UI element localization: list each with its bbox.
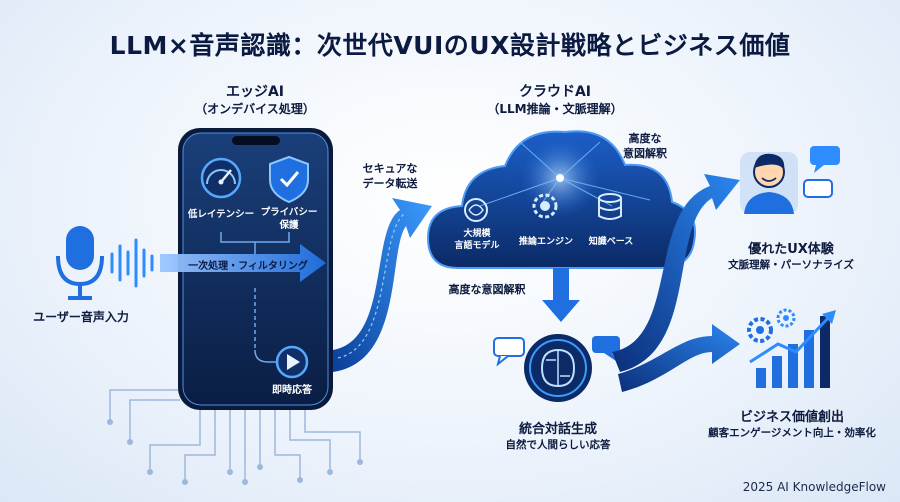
llm-label-line1: 大規模: [463, 229, 491, 239]
latency-label: 低レイテンシー: [187, 209, 255, 220]
edge-ai-subheading: （オンデバイス処理）: [195, 102, 315, 116]
chat-bubble-left-icon: [493, 337, 525, 367]
intent-down-arrow: [542, 268, 580, 322]
privacy-label-line2: 保護: [279, 220, 299, 231]
growth-chart-icon: [749, 310, 836, 388]
dialogue-brain-icon: [524, 334, 592, 402]
privacy-label-line1: プライバシー: [260, 207, 318, 218]
phone-connectors: [220, 232, 290, 363]
ux-subtitle: 文脈理解・パーソナライズ: [728, 259, 854, 271]
intent-down-label: 高度な意図解釈: [448, 283, 526, 296]
cloud-ai: [426, 130, 696, 269]
intent-top-line2: 意図解釈: [623, 147, 667, 160]
edge-ai-heading: エッジAI: [225, 84, 285, 100]
play-response-icon: [275, 345, 309, 379]
footer-credit: 2025 AI KnowledgeFlow: [742, 480, 886, 494]
instant-response-label: 即時応答: [272, 385, 312, 396]
voice-input-label: ユーザー音声入力: [33, 310, 129, 324]
shield-check-icon: [269, 155, 309, 204]
knowledge-label: 知識ベース: [588, 237, 634, 247]
cloud-ai-heading: クラウドAI: [518, 84, 592, 100]
user-avatar-icon: [740, 152, 798, 214]
ux-title: 優れたUX体験: [748, 242, 834, 257]
intent-top-line1: 高度な: [628, 132, 662, 145]
primary-processing-label: 一次処理・フィルタリング: [188, 261, 308, 272]
database-icon: [598, 193, 622, 220]
engine-label: 推論エンジン: [518, 237, 573, 247]
business-flow-ribbon: [618, 324, 740, 392]
input-flow-arrow: [160, 244, 326, 282]
circuit-nodes: [107, 419, 363, 485]
dialogue-title: 統合対話生成: [518, 422, 597, 437]
business-subtitle: 顧客エンゲージメント向上・効率化: [708, 427, 876, 439]
cloud-ai-subheading: （LLM推論・文脈理解）: [487, 102, 623, 116]
llm-brain-icon: [464, 198, 488, 222]
circuit-traces: [109, 389, 361, 480]
microphone-icon: [56, 226, 104, 300]
llm-label-line2: 言語モデル: [454, 241, 500, 251]
secure-transfer-line2: データ転送: [362, 177, 418, 190]
ux-flow-ribbon: [612, 174, 740, 372]
business-title: ビジネス価値創出: [739, 410, 844, 425]
sound-wave-icon: [110, 238, 154, 288]
chat-bubble-right-icon: [592, 336, 620, 361]
gear-engine-icon: [532, 193, 558, 219]
speed-gauge-icon: [200, 157, 242, 199]
page-title: LLM×音声認識：次世代VUIのUX設計戦略とビジネス価値: [109, 31, 791, 60]
secure-transfer-line1: セキュアな: [362, 162, 418, 175]
gears-icon: [747, 308, 796, 343]
dialogue-subtitle: 自然で人間らしい応答: [505, 439, 611, 451]
speech-bubble-icon: [803, 146, 840, 198]
